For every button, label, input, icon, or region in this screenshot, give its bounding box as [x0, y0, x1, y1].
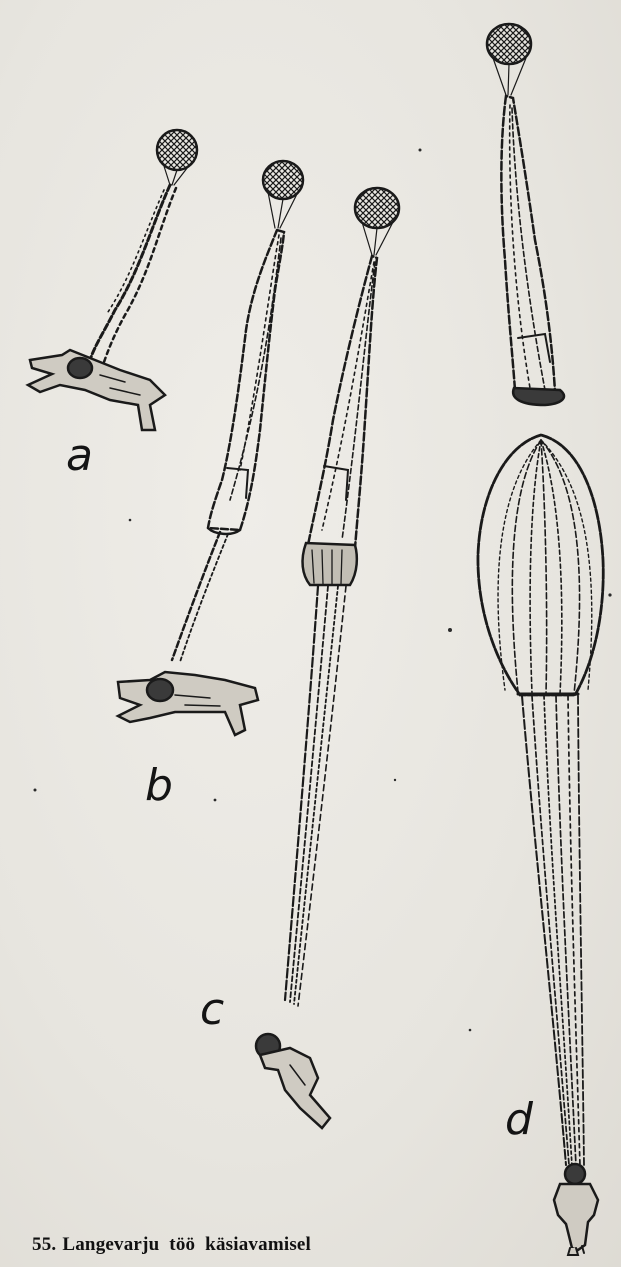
- jumper-c: [256, 1034, 330, 1128]
- canopy-skirt-c: [303, 543, 357, 585]
- figure-caption-text: Langevarju töö käsiavamisel: [62, 1234, 311, 1255]
- canopy-sleeve-c: [308, 256, 377, 548]
- jumper-b: [118, 672, 258, 735]
- print-specks: [34, 149, 612, 1032]
- stage-c-drawing: [256, 188, 399, 1128]
- stage-a-drawing: [28, 130, 197, 430]
- jumper-a: [28, 350, 165, 430]
- stage-d-drawing: [478, 24, 603, 1255]
- stage-label-c: c: [200, 988, 224, 1032]
- figure-caption: 55. Langevarju töö käsiavamisel: [32, 1234, 317, 1256]
- figure-number: 55.: [32, 1234, 56, 1255]
- stage-label-d: d: [505, 1098, 533, 1142]
- stage-label-a: a: [66, 434, 93, 478]
- inflated-canopy-d: [478, 435, 603, 695]
- jumper-d: [554, 1164, 598, 1255]
- stage-label-b: b: [145, 764, 173, 808]
